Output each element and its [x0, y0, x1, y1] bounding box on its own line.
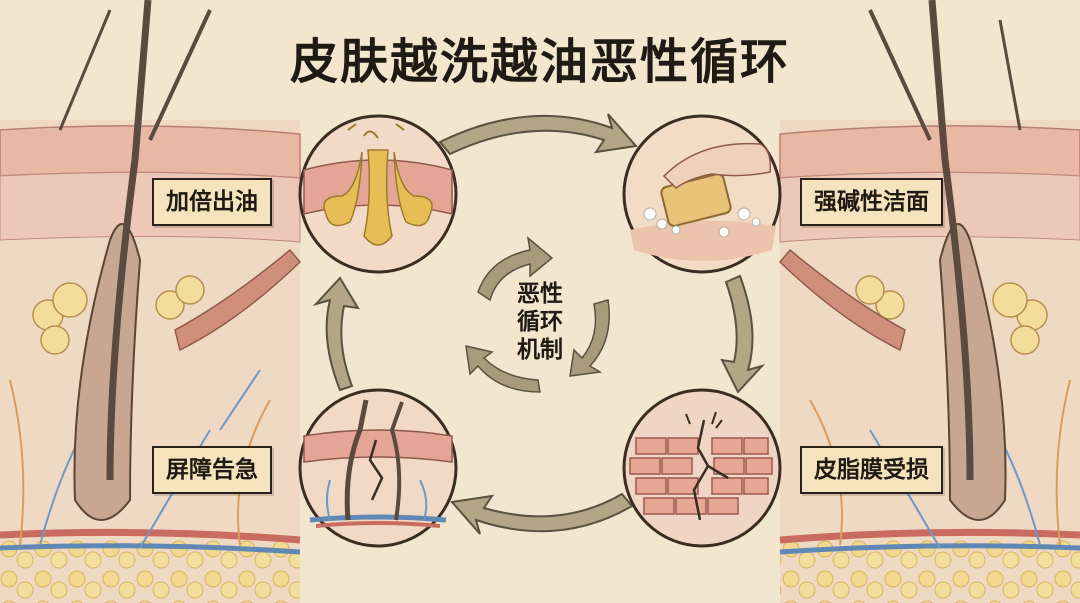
stage-label-cleanse: 强碱性洁面 — [800, 178, 943, 226]
center-label: 恶性 循环 机制 — [490, 280, 590, 364]
stage-label-barrier: 屏障告急 — [152, 446, 272, 494]
arrow-bottom — [450, 492, 634, 535]
center-label-line2: 循环 — [517, 309, 563, 335]
stage-label-damage: 皮脂膜受损 — [800, 446, 943, 494]
arrow-left — [312, 276, 360, 392]
page-title: 皮肤越洗越油恶性循环 — [289, 34, 790, 90]
center-label-line1: 恶性 — [517, 281, 563, 307]
center-label-line3: 机制 — [517, 337, 563, 363]
cycle-arrows — [312, 113, 766, 535]
arrow-right — [720, 274, 766, 394]
stage-label-oil: 加倍出油 — [152, 178, 272, 226]
arrow-top — [438, 113, 638, 156]
center-cycle-arrows — [465, 236, 610, 393]
barrier-damage-icon — [298, 388, 458, 548]
cracked-skin-icon — [622, 388, 782, 548]
pore-oil-icon — [298, 114, 458, 274]
soap-hand-icon — [622, 114, 782, 274]
